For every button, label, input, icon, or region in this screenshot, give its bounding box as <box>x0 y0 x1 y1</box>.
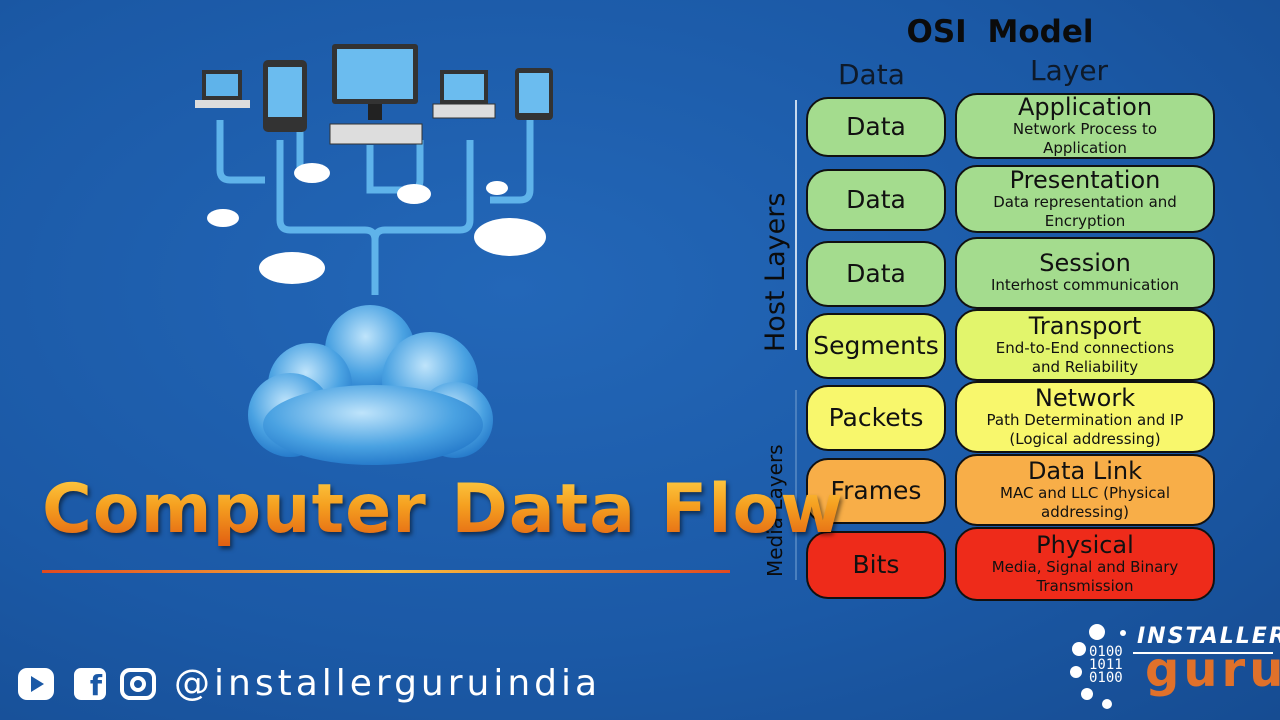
layer-name: Physical <box>1036 530 1134 559</box>
pdu-box: Data <box>806 169 946 231</box>
pdu-label: Data <box>846 111 906 141</box>
logo-text-guru: guru <box>1145 642 1280 698</box>
youtube-icon[interactable] <box>18 668 54 700</box>
layer-name: Application <box>1017 92 1153 121</box>
host-layers-label: Host Layers <box>760 192 791 352</box>
pdu-label: Data <box>846 184 906 214</box>
title-underline <box>42 570 730 573</box>
layer-description: Interhost communication <box>990 276 1180 295</box>
pdu-label: Data <box>846 258 906 288</box>
pdu-label: Packets <box>828 402 924 432</box>
layer-description: MAC and LLC (Physical addressing) <box>1000 483 1170 521</box>
logo-rule <box>1133 652 1273 654</box>
data-column-header: Data <box>838 58 905 91</box>
pdu-box: Bits <box>806 531 946 599</box>
pdu-label: Bits <box>852 549 900 579</box>
cloud-icon <box>248 305 493 465</box>
layer-description: Path Determination and IP (Logical addre… <box>986 410 1184 448</box>
osi-title: OSI Model <box>906 14 1094 50</box>
pdu-box: Data <box>806 241 946 307</box>
host-divider <box>795 100 797 350</box>
layer-description: Network Process to Application <box>1012 119 1158 157</box>
instagram-icon[interactable] <box>120 668 156 700</box>
network-cloud-illustration <box>195 44 553 465</box>
pdu-box: Segments <box>806 313 946 379</box>
layer-description: Media, Signal and Binary Transmission <box>991 557 1179 595</box>
layer-description: End-to-End connections and Reliability <box>995 338 1175 376</box>
layer-name: Network <box>1034 383 1136 412</box>
pdu-box: Packets <box>806 385 946 451</box>
pdu-box: Frames <box>806 458 946 524</box>
main-title: Computer Data Flow <box>42 470 845 549</box>
pdu-label: Frames <box>830 475 922 505</box>
media-divider <box>795 390 797 580</box>
layer-name: Presentation <box>1009 165 1161 194</box>
layer-name: Session <box>1039 249 1131 278</box>
layer-name: Transport <box>1028 311 1142 340</box>
logo-dots <box>1070 624 1126 709</box>
pdu-box: Data <box>806 97 946 157</box>
social-handle[interactable]: @installerguruindia <box>174 663 602 704</box>
pdu-label: Segments <box>813 330 939 360</box>
facebook-icon[interactable]: f <box>74 668 106 702</box>
logo-text-installer: INSTALLER <box>1137 624 1280 649</box>
computer-devices <box>195 44 553 145</box>
small-clouds <box>207 163 546 284</box>
layer-name: Data Link <box>1027 456 1143 485</box>
layer-description: Data representation and Encryption <box>993 192 1177 230</box>
layer-column-header: Layer <box>1030 54 1109 87</box>
